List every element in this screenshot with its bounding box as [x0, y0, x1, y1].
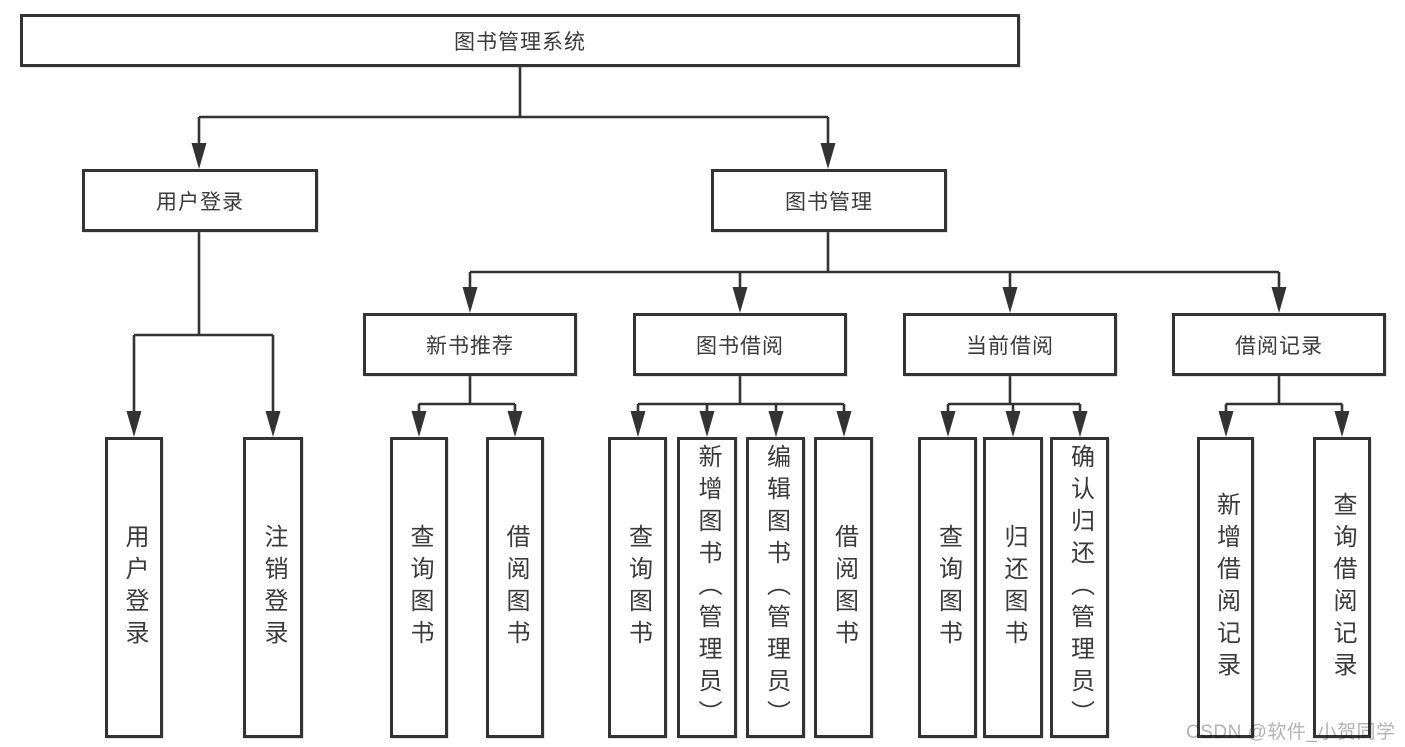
connector-user-login-to-leaves [126, 232, 281, 437]
connector-new-book-recommend-to-leaves [411, 376, 523, 437]
leaf-query-book-borrow: 查询图书 [608, 437, 667, 738]
leaf-query-book-recommend-label: 查询图书 [406, 523, 433, 652]
leaf-borrow-book-recommend-label: 借阅图书 [502, 523, 529, 652]
node-borrow-records: 借阅记录 [1172, 313, 1386, 376]
node-book-management: 图书管理 [711, 169, 947, 232]
leaf-confirm-return-admin-label: 确认归还（管理员） [1066, 443, 1094, 732]
leaf-add-book-admin: 新增图书（管理员） [677, 437, 737, 738]
node-user-login-label: 用户登录 [156, 190, 244, 214]
csdn-watermark: CSDN @软件_小贺同学 [1186, 722, 1396, 743]
leaf-borrow-book: 借阅图书 [814, 437, 873, 738]
leaf-add-book-admin-label: 新增图书（管理员） [694, 443, 721, 732]
leaf-logout-label: 注销登录 [260, 523, 287, 652]
connector-borrow-records-to-leaves [1218, 376, 1350, 437]
leaf-edit-book-admin: 编辑图书（管理员） [746, 437, 805, 738]
connector-root-to-level2 [191, 67, 836, 169]
leaf-add-borrow-record-label: 新增借阅记录 [1212, 491, 1240, 684]
leaf-add-borrow-record: 新增借阅记录 [1197, 437, 1254, 738]
node-new-book-recommend-label: 新书推荐 [426, 334, 514, 358]
leaf-query-current-borrow: 查询图书 [918, 437, 977, 738]
node-book-borrow: 图书借阅 [633, 313, 847, 376]
node-root-system: 图书管理系统 [20, 14, 1020, 67]
leaf-borrow-book-recommend: 借阅图书 [486, 437, 544, 738]
node-user-login: 用户登录 [82, 169, 318, 232]
node-root-system-label: 图书管理系统 [454, 30, 586, 54]
leaf-query-current-borrow-label: 查询图书 [934, 523, 962, 652]
node-current-borrow: 当前借阅 [903, 313, 1117, 376]
leaf-query-borrow-record-label: 查询借阅记录 [1329, 491, 1356, 684]
node-book-borrow-label: 图书借阅 [696, 334, 784, 358]
leaf-return-book: 归还图书 [983, 437, 1043, 738]
connector-book-borrow-to-leaves [630, 376, 852, 437]
node-book-management-label: 图书管理 [785, 190, 873, 214]
leaf-query-book-recommend: 查询图书 [390, 437, 448, 738]
leaf-borrow-book-label: 借阅图书 [830, 523, 858, 652]
leaf-user-login: 用户登录 [105, 437, 163, 738]
leaf-logout: 注销登录 [243, 437, 303, 738]
node-borrow-records-label: 借阅记录 [1235, 334, 1323, 358]
connector-current-borrow-to-leaves [940, 376, 1088, 437]
leaf-return-book-label: 归还图书 [1000, 523, 1027, 652]
connector-book-management-to-level3 [462, 232, 1287, 313]
leaf-query-borrow-record: 查询借阅记录 [1313, 437, 1371, 738]
leaf-user-login-label: 用户登录 [121, 523, 148, 652]
leaf-query-book-borrow-label: 查询图书 [624, 523, 652, 652]
leaf-confirm-return-admin: 确认归还（管理员） [1050, 437, 1109, 738]
node-new-book-recommend: 新书推荐 [363, 313, 577, 376]
node-current-borrow-label: 当前借阅 [966, 334, 1054, 358]
leaf-edit-book-admin-label: 编辑图书（管理员） [762, 443, 790, 732]
